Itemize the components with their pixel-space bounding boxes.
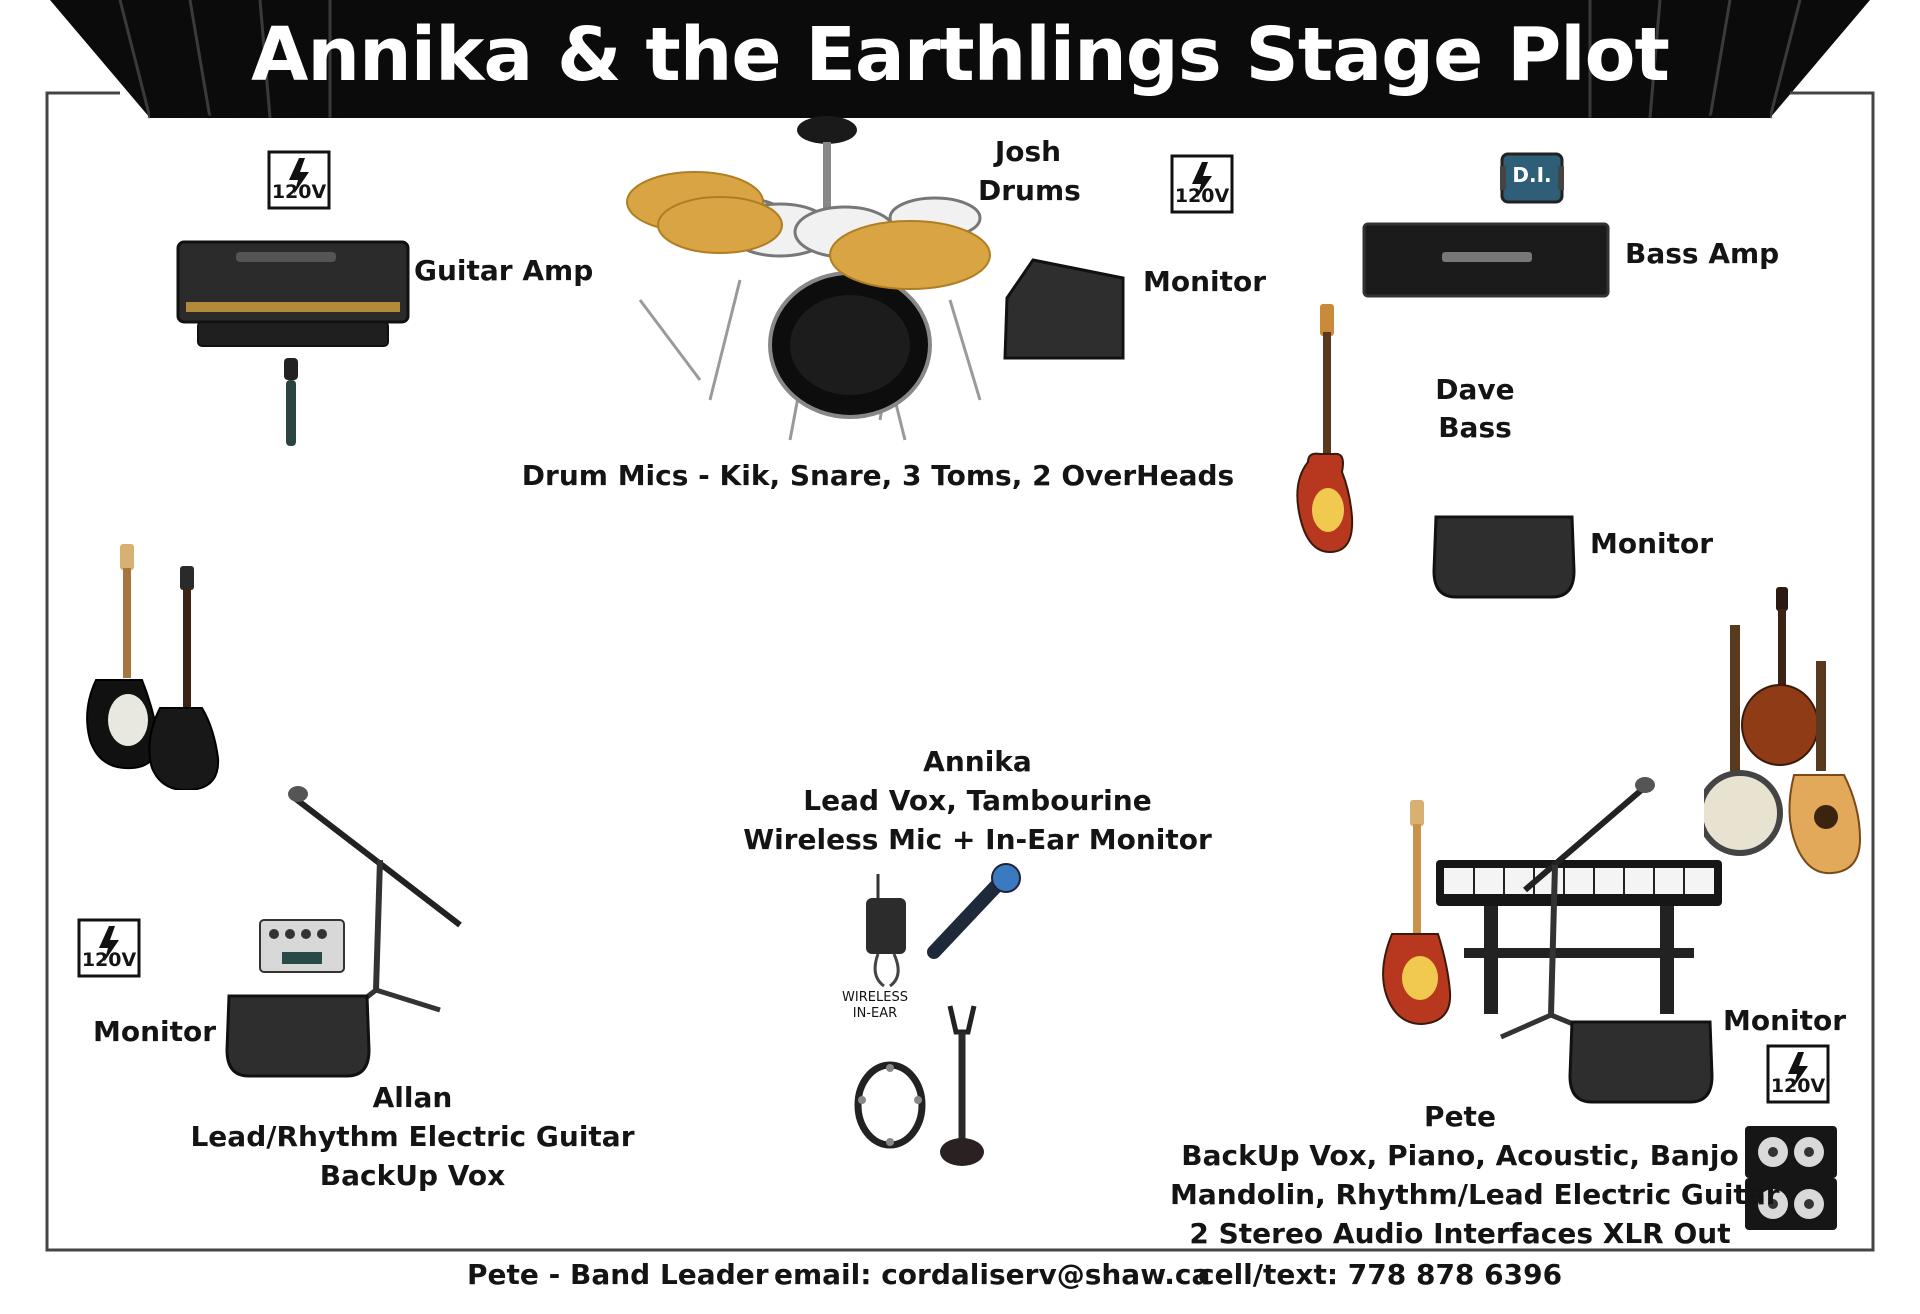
keyboard-icon xyxy=(1436,860,1722,1014)
drum-mics-label: Drum Mics - Kik, Snare, 3 Toms, 2 OverHe… xyxy=(521,459,1235,492)
wireless-mic-icon xyxy=(927,863,1021,959)
power-outlet-icon: 120V xyxy=(77,918,141,982)
pete-monitor-label: Monitor xyxy=(1723,1004,1847,1037)
vocal-mic-stand-icon xyxy=(288,786,462,1020)
instrument-mic-icon xyxy=(284,358,298,446)
drum-kit-icon xyxy=(626,116,991,441)
annika-name: Annika xyxy=(923,745,1032,778)
drummer-name: Josh xyxy=(994,135,1062,168)
guitar-amp-label: Guitar Amp xyxy=(414,254,594,287)
effects-pedal-icon xyxy=(259,919,345,973)
pete-role3: 2 Stereo Audio Interfaces XLR Out xyxy=(1189,1217,1731,1250)
bass-monitor-icon xyxy=(1432,515,1576,599)
pete-role: BackUp Vox, Piano, Acoustic, Banjo xyxy=(1181,1139,1739,1172)
power-label: 120V xyxy=(271,181,327,203)
annika-role2: Wireless Mic + In-Ear Monitor xyxy=(743,823,1212,856)
allan-role: Lead/Rhythm Electric Guitar xyxy=(190,1120,635,1153)
wireless-label-line1: WIRELESS xyxy=(842,990,908,1005)
bass-amp-label: Bass Amp xyxy=(1625,237,1780,270)
power-outlet-icon: 120V xyxy=(267,150,331,214)
audio-interface-icon xyxy=(1745,1126,1837,1178)
tambourine-icon xyxy=(854,1061,926,1149)
allan-monitor-label: Monitor xyxy=(93,1015,217,1048)
di-box-icon: D.I. xyxy=(1500,152,1564,208)
in-ear-pack-icon xyxy=(866,874,906,988)
acoustic-instruments-icon xyxy=(1704,587,1862,875)
drum-monitor-icon xyxy=(1003,258,1125,360)
guitar-amp-icon xyxy=(176,240,410,347)
pete-name: Pete xyxy=(1424,1100,1496,1133)
wireless-label-line2: IN-EAR xyxy=(852,1006,898,1021)
drum-monitor-label: Monitor xyxy=(1143,265,1267,298)
bassist-name: Dave xyxy=(1435,373,1515,406)
power-label: 120V xyxy=(1174,185,1230,207)
di-label: D.I. xyxy=(1512,163,1552,187)
pete-role2: Mandolin, Rhythm/Lead Electric Guitar xyxy=(1170,1178,1780,1211)
page-title: Annika & the Earthlings Stage Plot xyxy=(251,12,1670,98)
pete-mic-stand-icon xyxy=(1499,777,1655,1040)
bass-amp-icon xyxy=(1362,222,1610,298)
audio-interface-icon xyxy=(1745,1178,1837,1230)
bass-guitar-icon xyxy=(1296,304,1354,554)
allan-monitor-icon xyxy=(225,994,371,1078)
tele-guitar-icon xyxy=(1382,800,1452,1026)
allan-role2: BackUp Vox xyxy=(319,1159,506,1192)
power-outlet-icon: 120V xyxy=(1766,1044,1830,1108)
tambourine-stand-icon xyxy=(940,1005,984,1166)
annika-role: Lead Vox, Tambourine xyxy=(803,784,1152,817)
pete-monitor-icon xyxy=(1568,1020,1714,1104)
bass-monitor-label: Monitor xyxy=(1590,527,1714,560)
electric-guitars-icon xyxy=(86,544,220,790)
band-leader-label: Pete - Band Leader xyxy=(467,1258,769,1291)
phone-label: cell/text: 778 878 6396 xyxy=(1198,1258,1563,1291)
bassist-role: Bass xyxy=(1438,411,1512,444)
power-label: 120V xyxy=(81,949,137,971)
power-outlet-icon: 120V xyxy=(1170,154,1234,218)
email-label: email: cordaliserv@shaw.ca xyxy=(774,1258,1211,1291)
drummer-role: Drums xyxy=(978,174,1081,207)
allan-name: Allan xyxy=(372,1081,453,1114)
power-label: 120V xyxy=(1770,1075,1826,1097)
curtain-banner xyxy=(50,0,1870,119)
